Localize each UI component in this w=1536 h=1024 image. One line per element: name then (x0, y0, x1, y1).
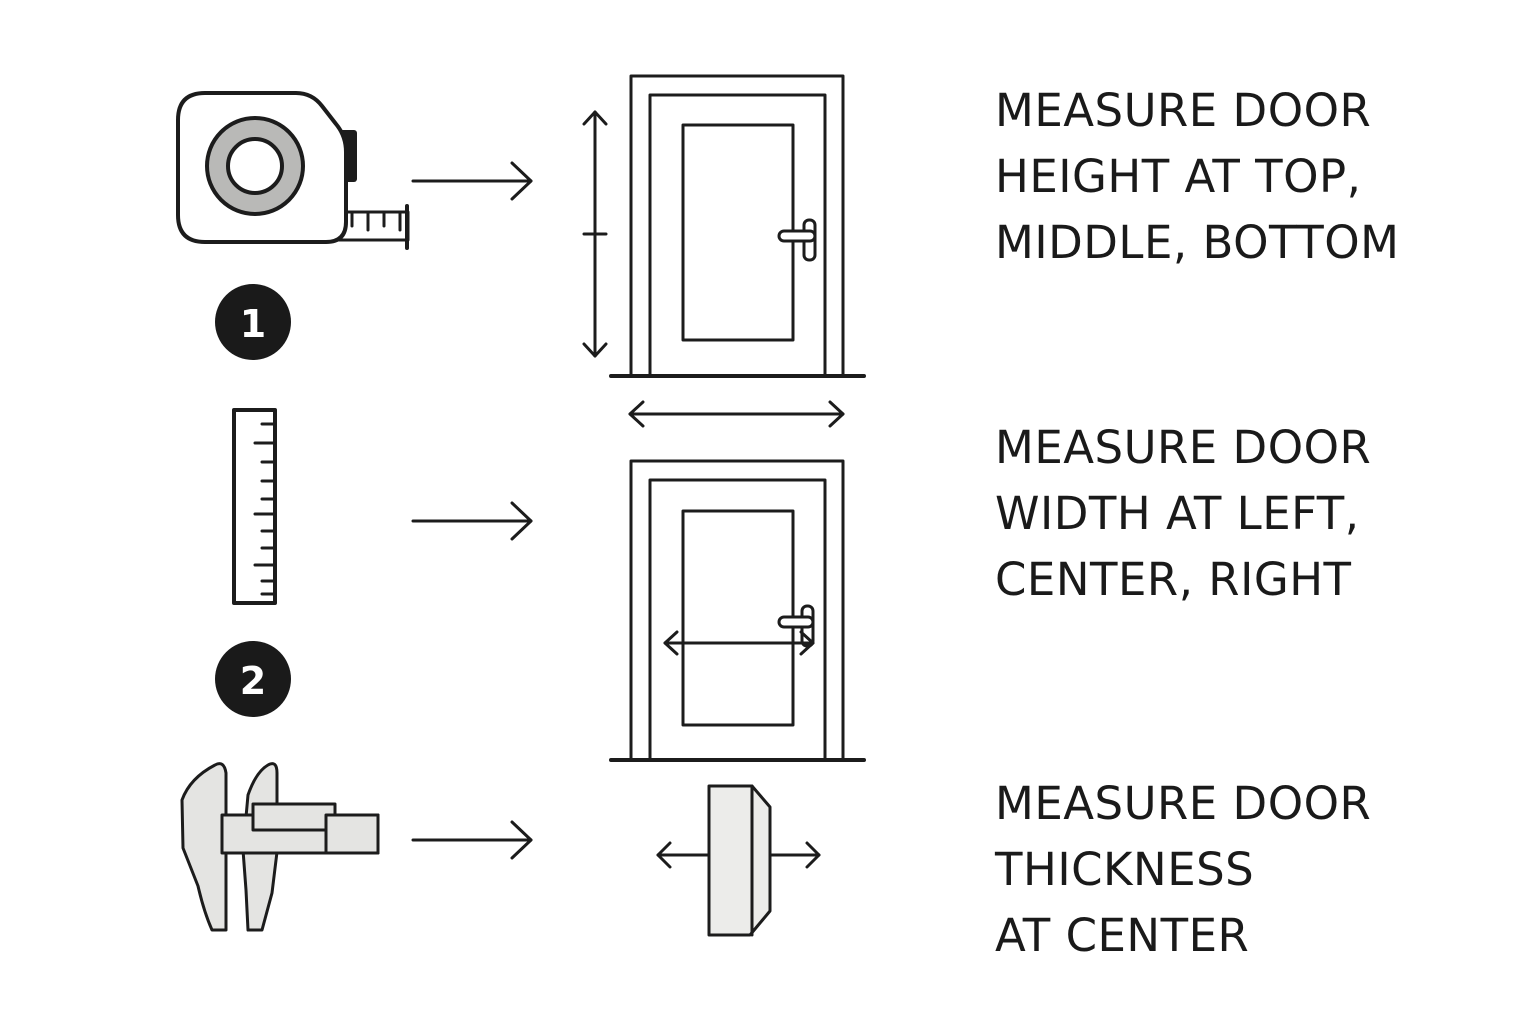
instruction-line: MEASURE DOOR (995, 421, 1372, 474)
tape-measure-icon (176, 91, 410, 250)
instruction-line: CENTER, RIGHT (995, 553, 1352, 606)
step-3-instruction: MEASURE DOOR THICKNESS AT CENTER (995, 771, 1515, 969)
instruction-line: MIDDLE, BOTTOM (995, 216, 1400, 269)
arrow-right-icon (411, 501, 533, 541)
instruction-line: HEIGHT AT TOP, (995, 150, 1362, 203)
instruction-line: THICKNESS (995, 843, 1255, 896)
height-arrow-icon (582, 110, 608, 358)
door-thickness-diagram (656, 784, 821, 937)
step-number-1: 1 (240, 302, 266, 346)
instruction-line: WIDTH AT LEFT, (995, 487, 1360, 540)
instruction-line: AT CENTER (995, 909, 1250, 962)
instruction-line: MEASURE DOOR (995, 84, 1372, 137)
arrow-right-icon (411, 820, 533, 860)
door-width-diagram (609, 459, 866, 762)
ruler-icon (232, 408, 277, 605)
arrow-right-icon (411, 161, 533, 201)
step-number-2: 2 (240, 659, 266, 703)
step-1-instruction: MEASURE DOOR HEIGHT AT TOP, MIDDLE, BOTT… (995, 78, 1515, 276)
door-height-diagram (582, 74, 866, 378)
caliper-icon (180, 762, 380, 932)
instruction-line: MEASURE DOOR (995, 777, 1372, 830)
door-handle-icon (777, 218, 817, 262)
step-1-badge: 1 (215, 284, 291, 360)
step-2-badge: 2 (215, 641, 291, 717)
thickness-arrow-icon (656, 841, 821, 869)
inner-width-arrow-icon (663, 630, 815, 656)
width-arrow-icon (628, 400, 845, 428)
step-2-instruction: MEASURE DOOR WIDTH AT LEFT, CENTER, RIGH… (995, 415, 1515, 613)
